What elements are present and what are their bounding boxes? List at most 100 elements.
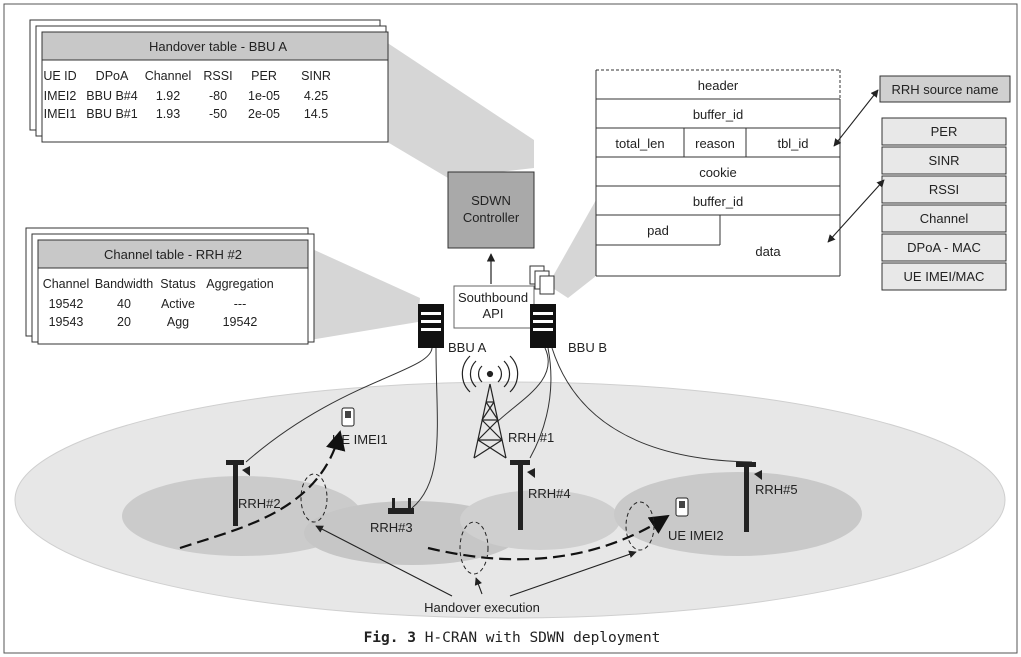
packet-reason: reason [695,136,735,151]
field-box [881,204,1007,233]
rrh4-antenna-icon [510,460,535,530]
field-label: Channel [920,211,969,226]
macro-tower-icon [473,383,507,459]
bbu-a-label: BBU A [448,340,487,355]
channel-table-cell: 19543 [49,315,84,329]
rrh3-label: RRH#3 [370,520,413,535]
tblid-source-arrow [833,89,879,147]
rrh2-label: RRH#2 [238,496,281,511]
handover-table-cell: 1.93 [156,107,180,121]
channel-table-header [37,239,309,269]
channel-table-cell: Agg [167,315,189,329]
handover-zone-2 [459,521,489,575]
channel-col-header: Status [160,277,195,291]
southbound-box [453,285,535,329]
field-box [881,175,1007,204]
handover-col-header: RSSI [203,69,232,83]
handover-table-cell: 14.5 [304,107,328,121]
callout-wedge-handover [380,38,534,178]
packet-pad: pad [647,223,669,238]
coverage-rrh2 [122,476,362,556]
coverage-rrh5 [614,472,862,556]
channel-col-header: Channel [43,277,90,291]
channel-col-header: Bandwidth [95,277,153,291]
link-bbub-rrh4 [529,347,552,459]
packet-structure [595,69,841,277]
callout-wedge-packet [548,200,596,298]
link-bbua-rrh3 [411,347,438,509]
handover-zone-1 [300,473,328,523]
rrh3-antenna-icon [388,498,414,514]
handover-table-cell: 2e-05 [248,107,280,121]
ue-imei1-phone-icon [341,407,355,427]
handover-table-cell: 1e-05 [248,89,280,103]
channel-table-cell: --- [234,297,247,311]
handover-col-header: UE ID [43,69,76,83]
ue-imei2-label: UE IMEI2 [668,528,724,543]
field-box [881,233,1007,262]
packet-header: header [698,78,739,93]
field-box [881,146,1007,175]
bbu-b-server-icon [530,304,556,348]
channel-table-cell: 19542 [223,315,258,329]
channel-table-cell: 19542 [49,297,84,311]
handover-col-header: SINR [301,69,331,83]
handover-zone-3 [625,501,655,551]
channel-table-title: Channel table - RRH #2 [104,247,242,262]
bbu-b-label: BBU B [568,340,607,355]
packet-data: data [755,244,781,259]
handover-table-title: Handover table - BBU A [149,39,287,54]
fronthaul-links [245,347,753,509]
field-label: PER [931,124,958,139]
handover-col-header: DPoA [96,69,129,83]
packet-tbl-id: tbl_id [777,136,808,151]
channel-col-header: Aggregation [206,277,273,291]
handover-arrows [315,525,637,597]
field-label: SINR [928,153,959,168]
handover-table-cell: IMEI2 [44,89,77,103]
rrh4-label: RRH#4 [528,486,571,501]
bbu-a-server-icon [418,304,444,348]
data-fields-arrow [827,179,885,243]
wireless-signal-icon [461,355,519,393]
controller-label-1: SDWN [471,193,511,208]
rrh1-label: RRH #1 [508,430,554,445]
link-bbub-rrh1 [496,347,549,423]
southbound-label-1: Southbound [458,290,528,305]
packet-buffer-id-2: buffer_id [693,194,743,209]
caption-text: H-CRAN with SDWN deployment [416,630,660,646]
controller-label-2: Controller [463,210,520,225]
handover-execution-label: Handover execution [424,600,540,615]
southbound-label-2: API [483,306,504,321]
callout-wedge-channel [310,248,420,340]
rrh2-antenna-icon [226,460,250,526]
channel-table: Channel table - RRH #2 Channel Bandwidth S… [25,227,315,345]
handover-table-cell: BBU B#4 [86,89,137,103]
handover-table-cell: -80 [209,89,227,103]
link-bbua-rrh2 [245,347,433,463]
ue2-trajectory [427,514,670,561]
rrh-source-name-box [879,75,1011,103]
packet-buffer-id-1: buffer_id [693,107,743,122]
handover-col-header: PER [251,69,277,83]
handover-table-cell: -50 [209,107,227,121]
field-box [881,262,1007,291]
channel-table-cell: 40 [117,297,131,311]
ue-imei1-label: UE IMEI1 [332,432,388,447]
handover-table-cell: BBU B#1 [86,107,137,121]
packet-cookie: cookie [699,165,737,180]
field-box [881,117,1007,146]
rrh5-label: RRH#5 [755,482,798,497]
ue-imei2-phone-icon [675,497,689,517]
caption-prefix: Fig. 3 [364,630,416,646]
link-bbub-rrh5 [551,347,753,463]
handover-table-cell: 4.25 [304,89,328,103]
figure-caption: Fig. 3 H-CRAN with SDWN deployment [364,630,661,646]
sdwn-controller [447,171,535,249]
handover-table-cell: 1.92 [156,89,180,103]
channel-table-cell: Active [161,297,195,311]
rrh-source-name-label: RRH source name [892,82,999,97]
